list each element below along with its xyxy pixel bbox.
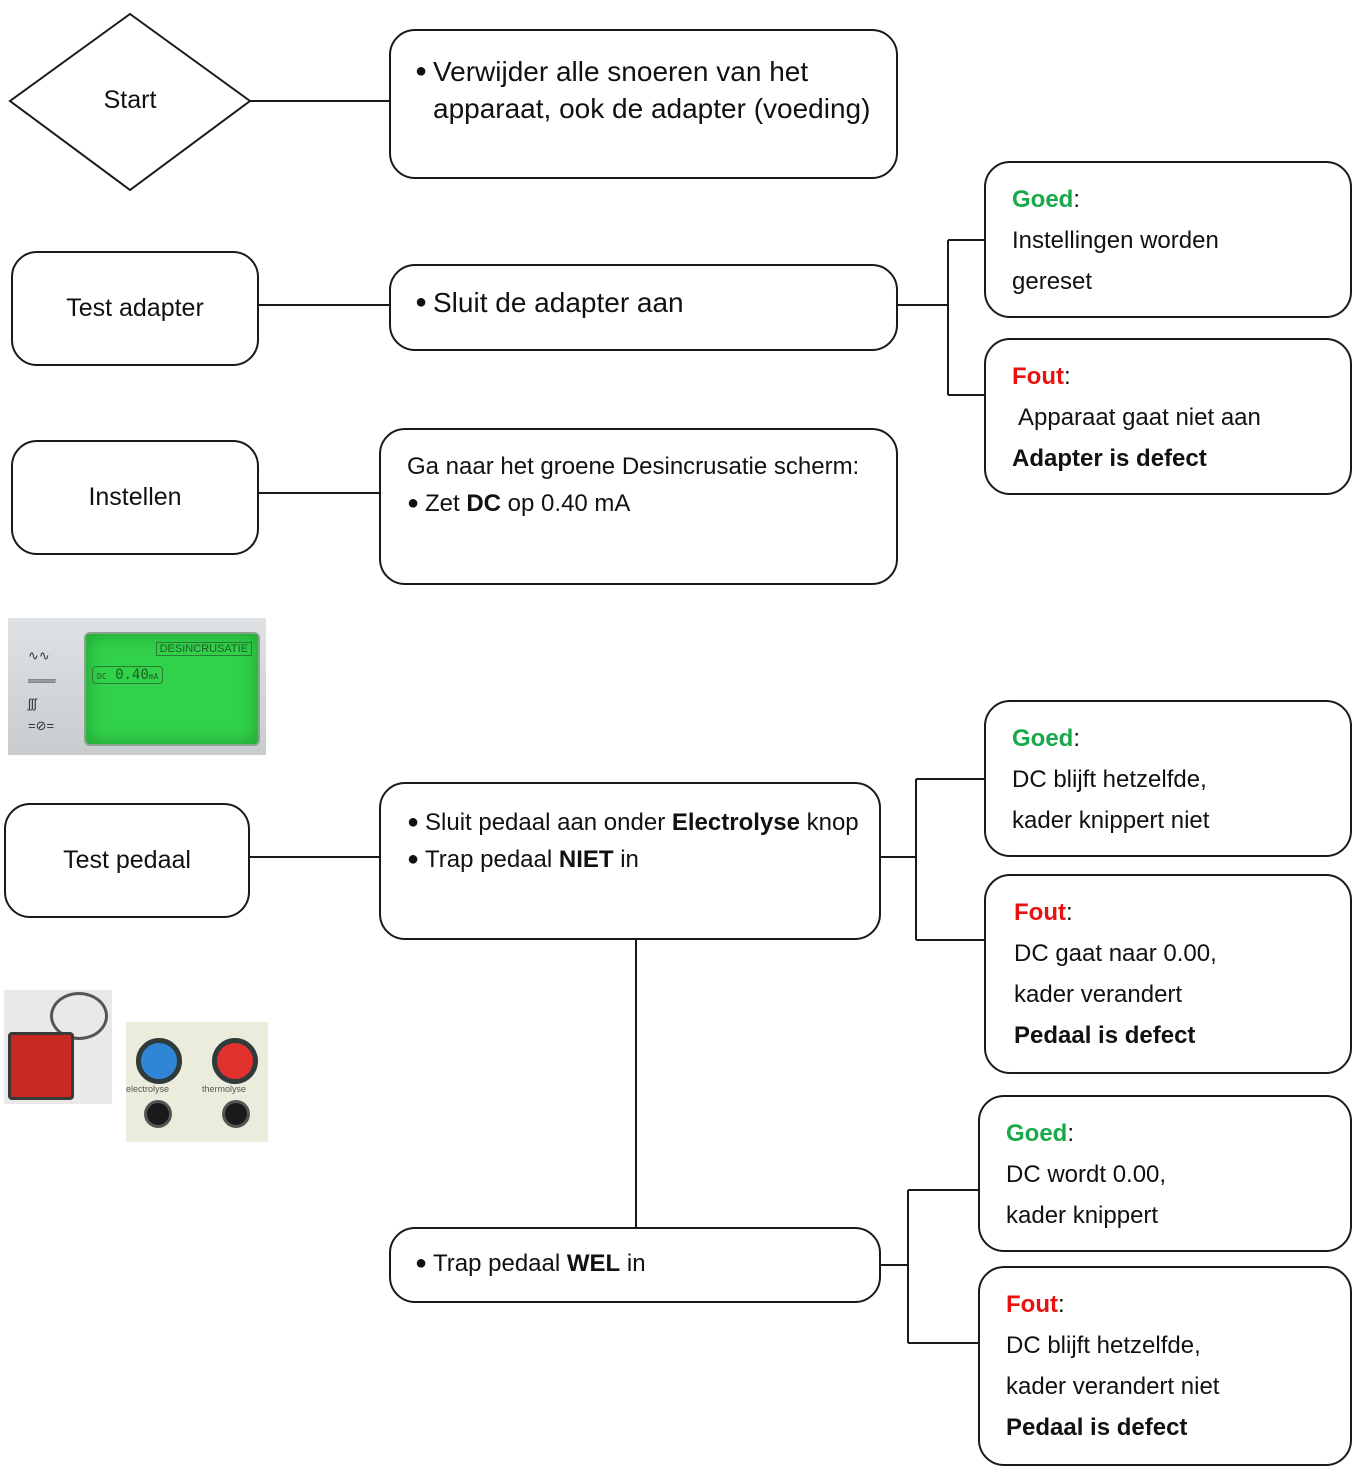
lcd-value: 0.40 <box>115 667 149 683</box>
result-conclusion: Pedaal is defect <box>1014 1022 1196 1049</box>
pedaal-step1-post: knop <box>799 809 859 836</box>
pedaal-step1-bold: Electrolyse <box>671 809 800 836</box>
good-tag: Goed <box>1012 186 1074 213</box>
pedal-cable <box>50 992 108 1040</box>
start-label: Start <box>104 86 157 114</box>
remove-cords-text: Verwijder alle snoeren van het apparaat,… <box>433 56 871 124</box>
pedaal-step2-post: in <box>613 846 639 873</box>
press-good-result: Goed: DC wordt 0.00, kader knippert <box>978 1095 1352 1252</box>
adapter-good-result: Goed: Instellingen worden gereset <box>984 161 1352 318</box>
pedal-body <box>8 1032 74 1100</box>
press-step-post: in <box>620 1250 646 1277</box>
press-pedal-step: ● Trap pedaal WEL in <box>389 1227 881 1303</box>
dc-icon: ═══ <box>28 673 56 688</box>
result-line: kader verandert niet <box>1006 1373 1220 1400</box>
bullet-icon: ● <box>415 60 428 82</box>
electrolyse-label: electrolyse <box>126 1084 170 1094</box>
pedal-socket-left <box>144 1100 172 1128</box>
instellen-intro: Ga naar het groene Desincrusatie scherm: <box>407 453 860 480</box>
result-line: DC blijft hetzelfde, <box>1012 766 1207 793</box>
bullet-icon: ● <box>415 291 428 313</box>
test-adapter-node: Test adapter <box>11 251 259 366</box>
result-conclusion: Adapter is defect <box>1012 445 1207 472</box>
result-line: kader knippert <box>1006 1202 1159 1229</box>
connect-adapter-step: ● Sluit de adapter aan <box>389 264 898 351</box>
pedaal-bad-result: Fout: DC gaat naar 0.00, kader verandert… <box>984 874 1352 1074</box>
instellen-bullet-post: op 0.40 mA <box>501 490 631 517</box>
timer-icon: =⊘= <box>28 718 55 733</box>
press-step-bold: WEL <box>566 1250 621 1277</box>
result-line: gereset <box>1012 268 1093 295</box>
pedaal-step2-pre: Trap pedaal <box>425 846 559 873</box>
thermolyse-button <box>212 1038 258 1084</box>
result-line: Instellingen worden <box>1012 227 1219 254</box>
adapter-bad-result: Fout: Apparaat gaat niet aan Adapter is … <box>984 338 1352 495</box>
result-line: DC gaat naar 0.00, <box>1014 940 1217 967</box>
bullet-icon: ● <box>407 848 420 870</box>
instellen-label: Instellen <box>88 483 182 511</box>
pedaal-good-result: Goed: DC blijft hetzelfde, kader knipper… <box>984 700 1352 857</box>
instellen-node: Instellen <box>11 440 259 555</box>
pedaal-step: ● Sluit pedaal aan onder Electrolyse kno… <box>379 782 881 940</box>
good-tag: Goed <box>1012 725 1074 752</box>
lcd-screen-photo: ∿∿ ═══ ʃʃʃ =⊘= DESINCRUSATIE DC 0.40mA <box>8 618 266 755</box>
result-line: kader knippert niet <box>1012 807 1210 834</box>
bad-tag: Fout <box>1006 1291 1058 1318</box>
result-conclusion: Pedaal is defect <box>1006 1414 1188 1441</box>
electrolyse-button <box>136 1038 182 1084</box>
press-step-pre: Trap pedaal <box>433 1250 567 1277</box>
pedaal-step1-pre: Sluit pedaal aan onder <box>425 809 672 836</box>
bad-tag: Fout <box>1012 363 1064 390</box>
instellen-bullet-bold: DC <box>466 490 502 517</box>
result-line: DC wordt 0.00, <box>1006 1161 1167 1188</box>
bullet-icon: ● <box>407 492 420 514</box>
instellen-bullet-pre: Zet <box>425 490 467 517</box>
bullet-icon: ● <box>415 1252 428 1274</box>
bullet-icon: ● <box>407 811 420 833</box>
lcd-prefix: DC <box>97 672 107 681</box>
result-line: kader verandert <box>1014 981 1183 1008</box>
sine-wave-icon: ∿∿ <box>28 648 50 663</box>
press-bad-result: Fout: DC blijft hetzelfde, kader verande… <box>978 1266 1352 1466</box>
connector-panel-photo: electrolyse thermolyse <box>126 1022 268 1142</box>
test-pedaal-node: Test pedaal <box>4 803 250 918</box>
good-tag: Goed <box>1006 1120 1068 1147</box>
test-pedaal-label: Test pedaal <box>63 846 191 874</box>
remove-cords-step: ● Verwijder alle snoeren van het apparaa… <box>389 29 898 179</box>
lcd-unit: mA <box>148 672 159 681</box>
connect-adapter-text: Sluit de adapter aan <box>433 287 684 318</box>
bad-tag: Fout <box>1014 899 1066 926</box>
pulse-icon: ʃʃʃ <box>28 696 37 711</box>
lcd-value-box: DC 0.40mA <box>92 666 164 684</box>
pedal-socket-right <box>222 1100 250 1128</box>
result-line: DC blijft hetzelfde, <box>1006 1332 1201 1359</box>
thermolyse-label: thermolyse <box>202 1084 247 1094</box>
start-diamond <box>8 12 252 192</box>
result-line: Apparaat gaat niet aan <box>1018 404 1261 431</box>
foot-pedal-photo <box>4 990 112 1104</box>
lcd-title: DESINCRUSATIE <box>155 642 252 656</box>
lcd-display: DESINCRUSATIE DC 0.40mA <box>84 632 260 746</box>
test-adapter-label: Test adapter <box>66 294 204 322</box>
pedaal-step2-bold: NIET <box>558 846 614 873</box>
instellen-step: Ga naar het groene Desincrusatie scherm:… <box>379 428 898 585</box>
